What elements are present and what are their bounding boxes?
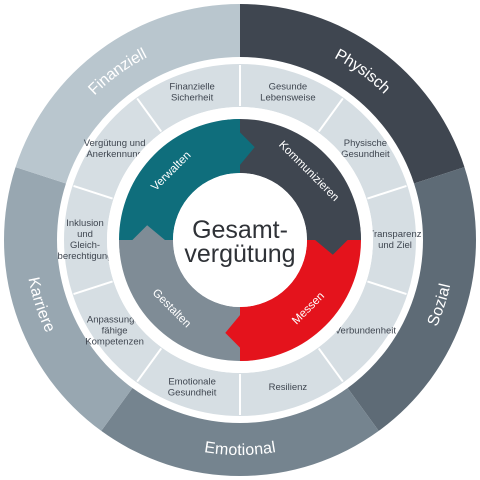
segment-label: Lebensweise — [260, 93, 315, 104]
segment-label: Vergütung und — [84, 138, 146, 149]
segment-label: Physische — [344, 138, 387, 149]
category-karriere — [4, 167, 133, 431]
segment-label: Gesunde — [269, 82, 308, 93]
segment-label: Verbundenheit — [335, 326, 397, 337]
segment-physische-gesundheit — [318, 97, 408, 199]
category-finanziell — [15, 4, 241, 184]
segment-divider — [136, 347, 163, 383]
segment-divider — [367, 280, 407, 296]
segment-label: Anpassungs- — [87, 315, 142, 326]
segment-verguetung-und-anerkennung — [72, 97, 162, 199]
center-circle — [173, 173, 307, 307]
center-title-line1: Gesamt- — [192, 216, 288, 244]
segment-inklusion-und-gleich-berechtigung — [64, 185, 114, 295]
segment-label: Gesundheit — [341, 149, 390, 160]
segment-label: Finanzielle — [169, 82, 214, 93]
segment-label: Emotionale — [168, 376, 216, 387]
segment-divider — [136, 97, 163, 133]
segment-label: und Ziel — [378, 240, 412, 251]
segment-ring: GesundeLebensweisePhysischeGesundheitTra… — [58, 64, 422, 416]
segment-label: Gesundheit — [168, 387, 217, 398]
segment-gesunde-lebensweise — [240, 64, 344, 133]
segment-emotionale-gesundheit — [136, 347, 240, 416]
process-arrow-kommunizieren — [306, 227, 361, 255]
segment-transparenz-und-ziel — [366, 185, 417, 295]
segment-label: Kompetenzen — [85, 337, 144, 348]
process-arrow-gestalten — [119, 225, 174, 253]
category-label-emotional: Emotional — [203, 439, 276, 459]
process-arrow-messen — [225, 306, 253, 361]
category-sozial — [347, 167, 476, 431]
process-gestalten — [119, 240, 240, 361]
process-kommunizieren — [240, 119, 361, 240]
segment-divider — [367, 184, 407, 200]
segment-finanzielle-sicherheit — [136, 64, 240, 133]
process-verwalten — [119, 119, 240, 240]
segment-verbundenheit — [318, 281, 408, 383]
segment-divider — [73, 280, 113, 296]
segment-anpassungs-faehige-kompetenzen — [72, 281, 162, 383]
segment-resilienz — [240, 347, 344, 416]
segment-label: Inklusion — [66, 218, 104, 229]
center-title-line2: vergütung — [184, 240, 295, 268]
segment-label: Transparenz — [369, 229, 422, 240]
segment-divider — [317, 347, 344, 383]
segment-label: Anerkennung — [86, 149, 143, 160]
category-physisch — [240, 4, 465, 184]
segment-label: Sicherheit — [171, 93, 214, 104]
segment-label: Gleich- — [70, 240, 100, 251]
segment-label: fähige — [102, 326, 128, 337]
process-arrow-verwalten — [227, 119, 255, 174]
segment-label: und — [77, 229, 93, 240]
segment-divider — [73, 184, 113, 200]
segment-label: Resilienz — [269, 382, 308, 393]
segment-divider — [317, 97, 344, 133]
outer-ring: PhysischSozialEmotionalKarriereFinanziel… — [4, 4, 476, 476]
process-messen — [240, 240, 361, 361]
category-emotional — [101, 388, 379, 476]
segment-label: berechtigung — [58, 251, 113, 262]
